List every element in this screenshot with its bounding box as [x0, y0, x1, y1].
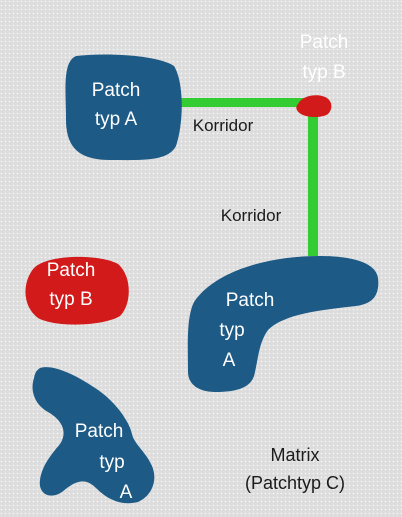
corridor-horizontal-label: Korridor	[193, 116, 254, 135]
corridor-vertical	[308, 104, 318, 256]
patch-type-a-top	[65, 54, 182, 161]
patch-b-top-label-1: Patch	[300, 32, 349, 53]
corridor-lines	[178, 98, 318, 256]
patch-type-a-bottom	[32, 367, 155, 504]
patch-a-right-label-1: Patch	[226, 290, 275, 311]
patch-a-bottom-label-1: Patch	[75, 421, 124, 442]
patch-type-b-small	[296, 95, 332, 117]
patch-a-top-label-1: Patch	[92, 80, 141, 101]
corridor-vertical-label: Korridor	[221, 206, 282, 225]
patch-type-a-right	[187, 256, 379, 392]
patch-b-left-label-2: typ B	[49, 289, 92, 310]
patch-a-top-label-2: typ A	[95, 109, 138, 130]
patch-a-right-label-2: typ	[219, 320, 244, 341]
patch-b-left-label-1: Patch	[47, 260, 96, 281]
patch-type-b-left	[25, 256, 129, 325]
patch-a-right-label-3: A	[223, 350, 236, 371]
matrix-label-1: Matrix	[271, 445, 320, 465]
patch-a-bottom-label-3: A	[120, 482, 133, 503]
matrix-label-2: (Patchtyp C)	[245, 473, 345, 493]
corridor-horizontal	[178, 98, 308, 107]
patch-b-top-label-2: typ B	[302, 62, 345, 83]
patch-a-bottom-label-2: typ	[99, 452, 124, 473]
